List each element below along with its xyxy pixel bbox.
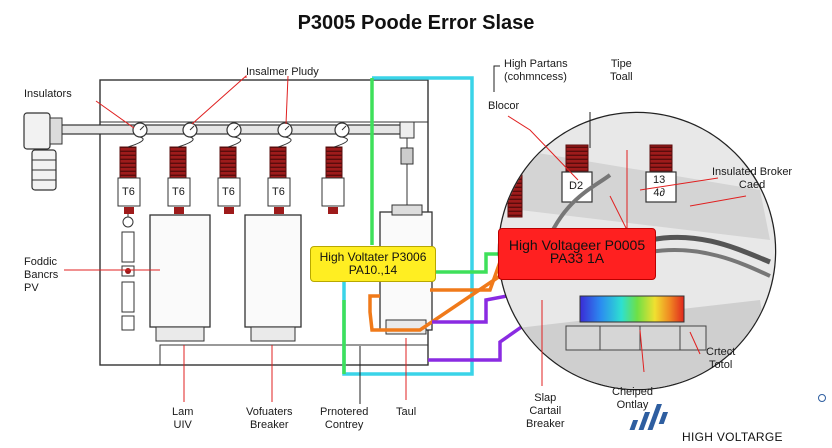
label-insulated-broker: Insulated Broker Caed — [712, 166, 793, 191]
label-cheiped-ontlay: Cheiped Ontlay — [612, 386, 653, 411]
label-slap-cartail: Slap Cartail Breaker — [526, 392, 565, 430]
error-callout-p0005: High Voltageer P0005 PA33 1A — [498, 228, 656, 280]
brand-logo-icon — [629, 394, 826, 430]
fuse-bodies — [117, 177, 345, 214]
zoom-fuse-tag: D2 — [569, 180, 584, 192]
label-tipe-toall: Tipe Toall — [610, 58, 633, 83]
fuse-tag: T6 — [122, 186, 135, 198]
pointer-lines — [359, 65, 591, 404]
label-vofuaters-breaker: Vofuaters Breaker — [246, 406, 293, 431]
label-foddic-bancrs: Foddic Bancrs PV — [24, 256, 59, 294]
brand-name: HIGH VOLTARGE — [682, 430, 783, 444]
left-fuse-chain — [121, 214, 135, 331]
right-relay — [399, 121, 415, 212]
input-connector — [23, 112, 63, 191]
leader-lines — [64, 74, 747, 402]
fuse-tag: T6 — [172, 186, 185, 198]
label-lam-uiv: Lam UIV — [172, 406, 194, 431]
label-high-partans: High Partans (cohmncess) — [504, 58, 568, 83]
fuse-tag: T6 — [272, 186, 285, 198]
label-insalmer-pludy: Insalmer Pludy — [246, 66, 319, 78]
base-rail — [159, 344, 429, 366]
label-crtect-totol: Crtect Totol — [706, 346, 736, 371]
fuse-tag: T6 — [222, 186, 235, 198]
label-blocor: Blocor — [488, 100, 520, 112]
label-prnotered-contrey: Prnotered Contrey — [320, 406, 369, 431]
label-taul: Taul — [396, 406, 417, 418]
zoom-fuse-tag: 13 4∂ — [653, 174, 666, 199]
diagram-title: P3005 Poode Error Slase — [297, 12, 535, 34]
label-insulators: Insulators — [24, 88, 72, 100]
error-callout-p3006: High Voltater P3006 PA10.,14 — [310, 246, 436, 282]
